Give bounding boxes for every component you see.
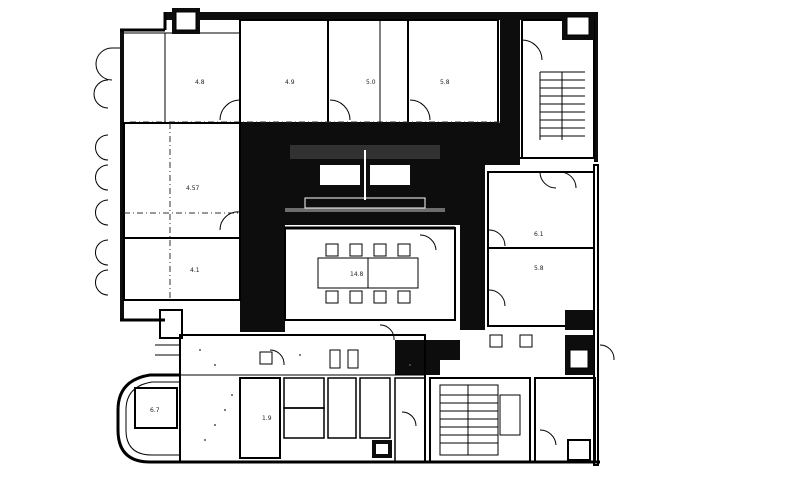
room-label: 5.8 <box>534 265 544 272</box>
room-label: 6.1 <box>534 231 544 238</box>
meeting-room: 14.8 <box>284 226 456 321</box>
room-label: 5.8 <box>440 79 450 86</box>
door-swings <box>93 39 615 446</box>
scan-texture <box>199 349 411 441</box>
room-label: 4.57 <box>186 185 200 192</box>
corner-column-inner <box>175 11 197 31</box>
room-label: 6.7 <box>150 407 160 414</box>
central-corridor <box>212 20 520 375</box>
bay-room <box>116 373 180 464</box>
top-room-row <box>124 19 500 124</box>
room-label: 1.9 <box>262 415 272 422</box>
service-area <box>155 309 426 463</box>
stairwell-bottom <box>429 377 531 463</box>
meeting-room-label: 14.8 <box>350 271 364 278</box>
room-label: 5.0 <box>366 79 376 86</box>
room-label: 4.9 <box>285 79 295 86</box>
bottom-right-room <box>489 310 596 463</box>
room-label: 4.1 <box>190 267 200 274</box>
stairwell-top <box>521 12 595 159</box>
room-label: 4.8 <box>195 79 205 86</box>
left-rooms <box>123 122 241 301</box>
